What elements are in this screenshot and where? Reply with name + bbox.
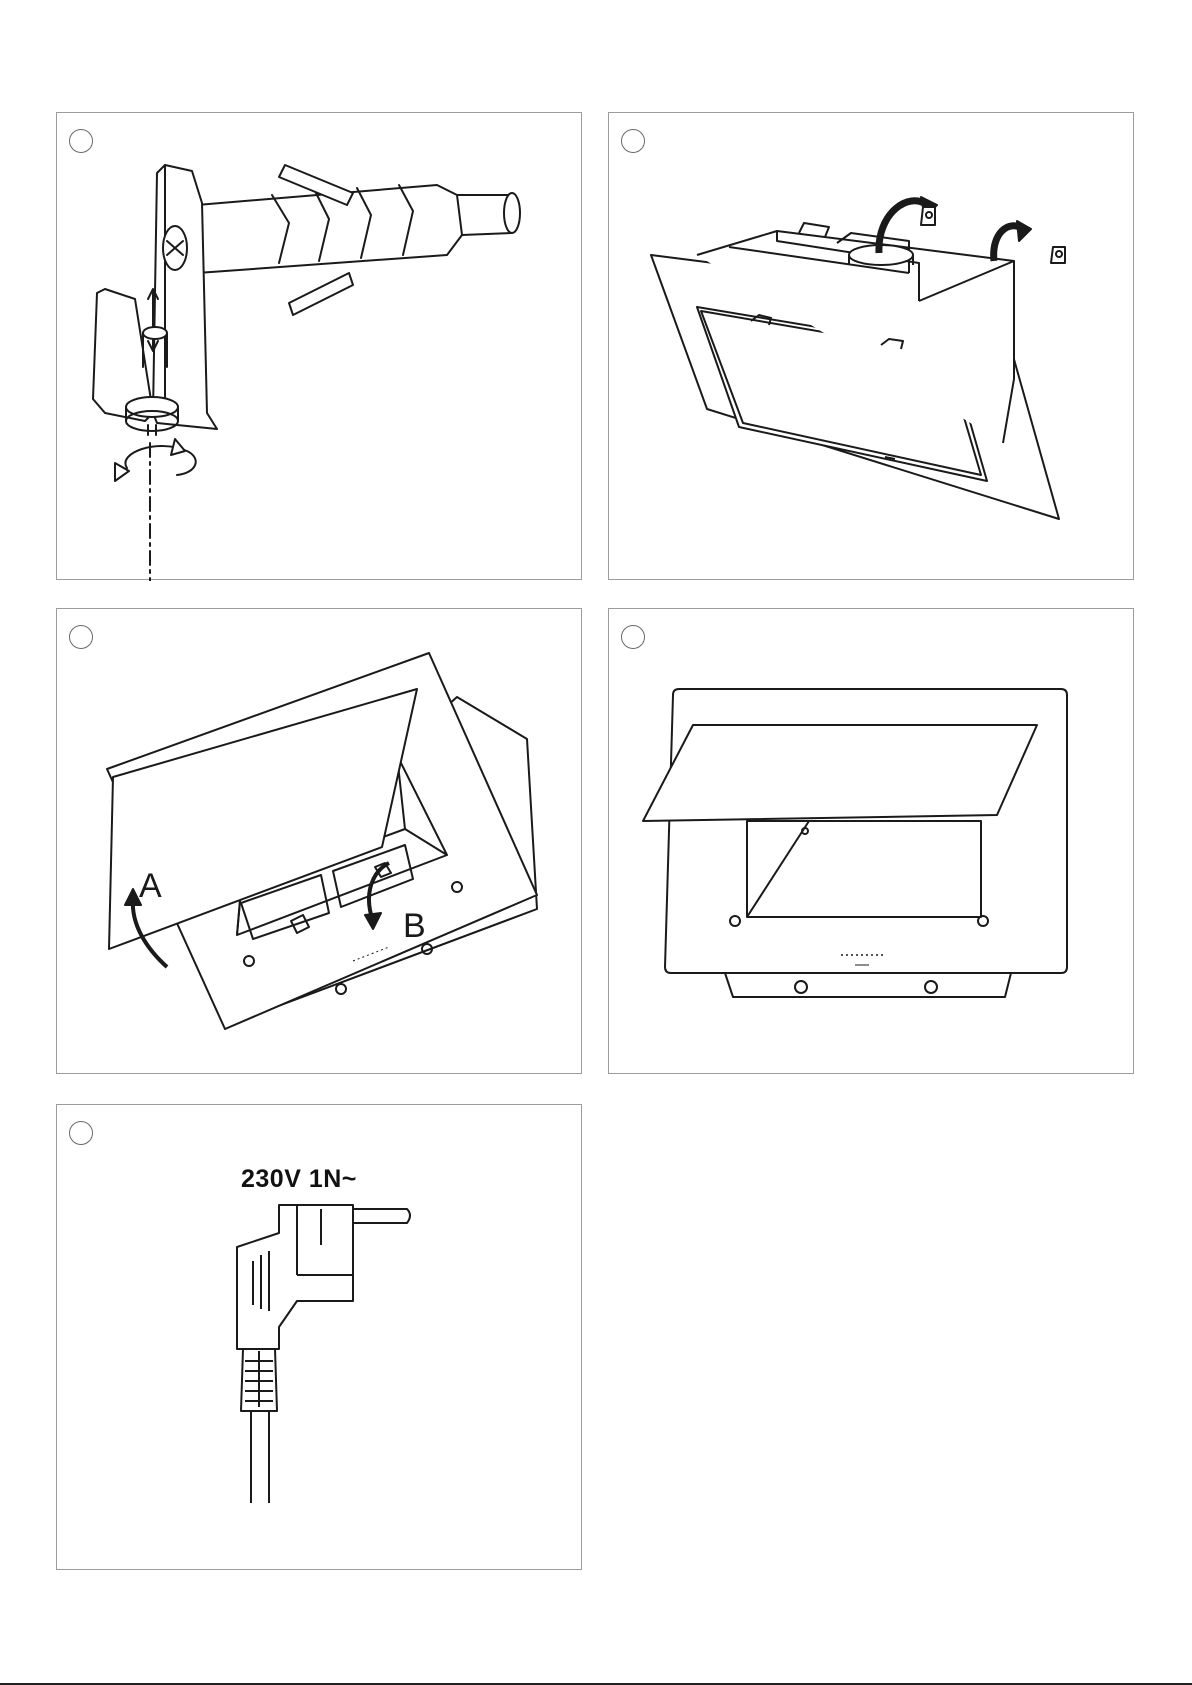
schuko-plug-illustration [57, 1105, 583, 1571]
wall-plug-bracket-illustration [57, 113, 583, 581]
step-3-panel: A B [56, 608, 582, 1074]
step-5-panel: 230V 1N~ [56, 1104, 582, 1570]
step-4-panel [608, 608, 1134, 1074]
hood-open-view-illustration [609, 609, 1135, 1075]
label-a: A [139, 867, 162, 905]
hood-mounting-illustration [609, 113, 1135, 581]
open-glass-panel-illustration: A B [57, 609, 583, 1075]
step-2-panel [608, 112, 1134, 580]
step-1-panel [56, 112, 582, 580]
label-b: B [403, 907, 426, 945]
